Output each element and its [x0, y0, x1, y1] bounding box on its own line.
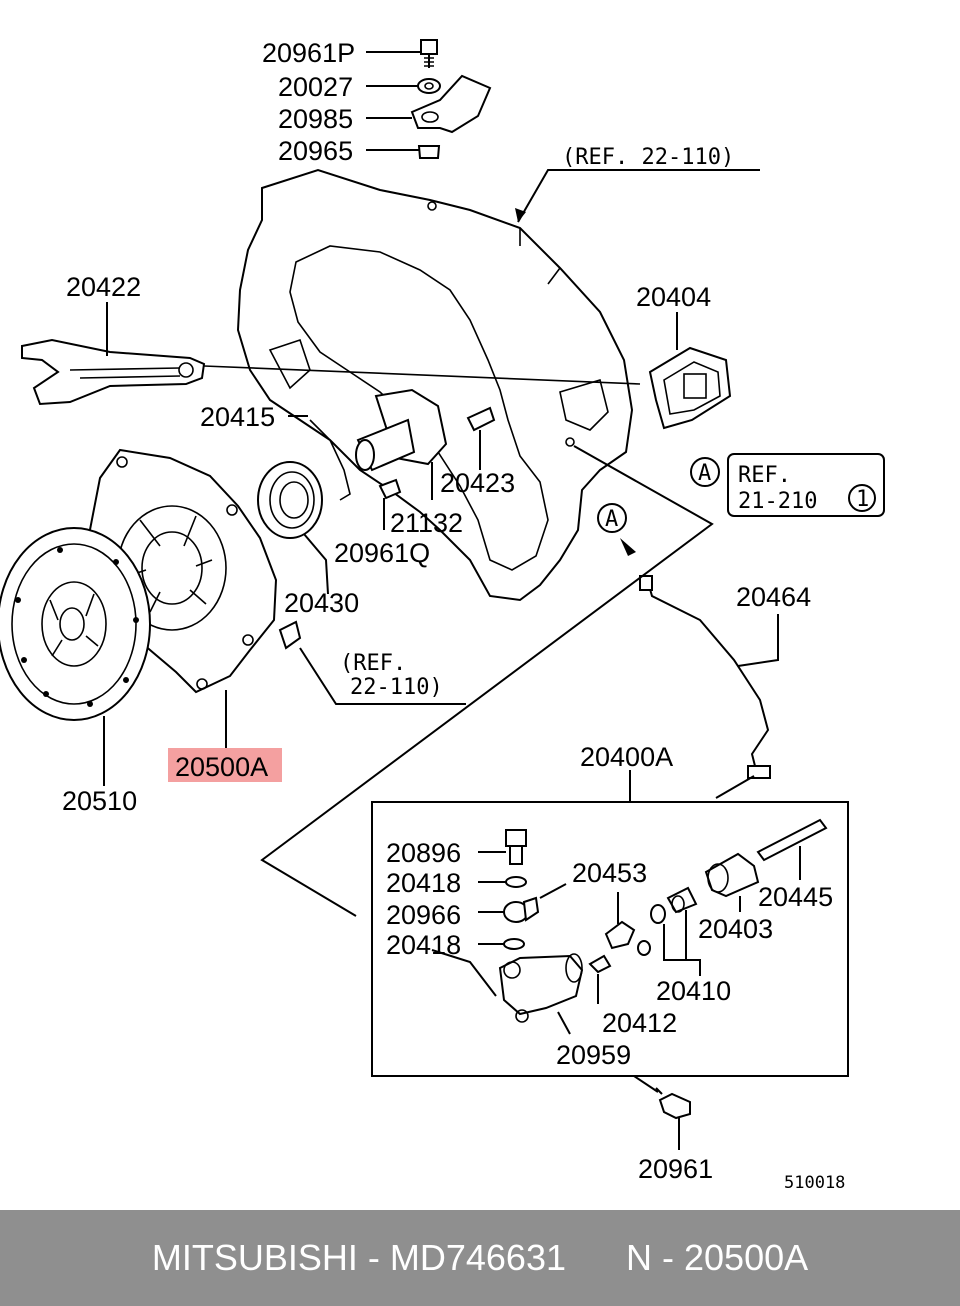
footer-bar: MITSUBISHI - MD746631 N - 20500A	[0, 1210, 960, 1306]
label-20400A: 20400A	[580, 742, 673, 772]
cap-20410a	[637, 940, 651, 956]
ref-box-line2: 21-210	[738, 489, 817, 514]
bushing-20965	[417, 145, 441, 159]
highlight-20500A	[168, 748, 282, 782]
label-20418-a: 20418	[386, 868, 461, 898]
label-20961P: 20961P	[262, 38, 355, 68]
ref-box-num: 1	[856, 487, 869, 512]
release-bearing-20430	[257, 461, 323, 539]
leader-20961-top	[633, 1075, 659, 1093]
footer-ref-number: N - 20500A	[626, 1237, 809, 1278]
ref-22-110-top: (REF. 22-110)	[562, 145, 734, 170]
top-leaders	[366, 51, 420, 151]
slave-cylinder-body	[498, 953, 584, 1023]
push-rod	[756, 818, 828, 862]
label-20500A: 20500A	[175, 752, 268, 782]
label-20453: 20453	[572, 858, 647, 888]
clutch-pipe-20464	[639, 575, 771, 779]
callout-a-pipe: A	[605, 507, 618, 532]
label-20464: 20464	[736, 582, 811, 612]
boot-large-20445	[704, 852, 760, 898]
ref-box-line1: REF.	[738, 463, 791, 488]
clutch-disc-20510	[0, 527, 151, 721]
callout-a-circle	[597, 503, 627, 533]
bracket-20985	[410, 74, 492, 134]
ref-22-110-mid-2: 22-110)	[350, 675, 443, 700]
label-20415: 20415	[200, 402, 275, 432]
label-20422: 20422	[66, 272, 141, 302]
ref-22-110-mid-1: (REF.	[340, 651, 406, 676]
seal-20410	[650, 904, 666, 924]
box-leaders	[431, 846, 801, 1035]
ref-top-leader	[517, 169, 760, 223]
label-20404: 20404	[636, 282, 711, 312]
ref-top-arrow	[515, 208, 526, 222]
label-20027: 20027	[278, 72, 353, 102]
pin-21132	[378, 478, 402, 500]
footer-part-number: MD746631	[389, 1237, 566, 1278]
bolt-20961P	[420, 39, 438, 68]
washer-20418a	[505, 876, 527, 888]
ref-box-21-210	[690, 453, 885, 517]
assembly-reference-lines	[260, 445, 714, 917]
leader-20430	[303, 533, 329, 595]
stud-20423	[466, 406, 496, 432]
guide-sleeve	[355, 388, 448, 472]
label-21132: 21132	[390, 508, 463, 538]
bolt-20896	[505, 829, 527, 865]
label-20896: 20896	[386, 838, 461, 868]
washer-20418b	[503, 938, 525, 950]
union-20966	[503, 896, 540, 923]
label-20966: 20966	[386, 900, 461, 930]
label-20965: 20965	[278, 136, 353, 166]
footer-brand: MITSUBISHI	[151, 1237, 358, 1278]
label-20961: 20961	[638, 1154, 713, 1184]
boot-20404	[648, 346, 732, 430]
label-20510: 20510	[62, 786, 137, 816]
label-20423: 20423	[440, 468, 515, 498]
label-20412: 20412	[602, 1008, 677, 1038]
boot-small-20453	[604, 920, 636, 950]
leader-20464	[737, 614, 779, 667]
fork-axis-line	[203, 365, 641, 385]
clip-20415	[309, 419, 351, 501]
slave-cylinder-box	[371, 801, 849, 1077]
parts-diagram: 20961P 20027 20985 20965 (REF. 22-110) 2…	[0, 38, 885, 1193]
label-20430: 20430	[284, 588, 359, 618]
ref-mid-leader	[299, 647, 466, 705]
piston-20403	[666, 886, 698, 914]
callout-a-arrow	[620, 538, 636, 556]
label-20445: 20445	[758, 882, 833, 912]
pin-near-plate	[278, 620, 302, 650]
callout-a-top: A	[698, 461, 711, 486]
label-20403: 20403	[698, 914, 773, 944]
pipe-to-box-line	[715, 775, 755, 799]
diagram-number: 510018	[784, 1173, 845, 1193]
release-fork-20422	[21, 338, 206, 406]
label-20961Q: 20961Q	[334, 538, 430, 568]
bleeder-20412	[588, 954, 612, 974]
bolt-20961	[655, 1087, 691, 1120]
label-20418-b: 20418	[386, 930, 461, 960]
label-20985: 20985	[278, 104, 353, 134]
washer-20027	[417, 78, 441, 94]
label-20410: 20410	[656, 976, 731, 1006]
label-20959: 20959	[556, 1040, 631, 1070]
